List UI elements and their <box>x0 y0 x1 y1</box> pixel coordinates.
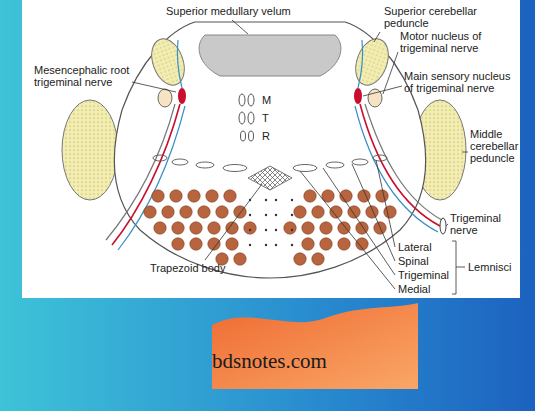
pontine-nucleus <box>234 253 246 265</box>
pontine-nucleus <box>294 253 306 265</box>
part-label: M <box>262 94 271 106</box>
part-label: Middle cerebellar peduncle <box>470 128 532 164</box>
pontine-nucleus <box>366 206 378 218</box>
part-label: Lateral <box>398 241 432 253</box>
part-label: Motor nucleus of trigeminal nerve <box>400 30 515 54</box>
fibre-dot <box>265 244 267 246</box>
pontine-nucleus <box>384 206 396 218</box>
pontine-nucleus <box>172 222 184 234</box>
part-label: Mesencephalic root trigeminal nerve <box>34 64 134 88</box>
part-label: Superior cerebellar peduncle <box>384 5 504 29</box>
fibre-dot <box>265 214 267 216</box>
part-label: Trigeminal nerve <box>450 212 530 236</box>
part-label: Trapezoid body <box>150 262 225 274</box>
banner-text: bdsnotes.com <box>212 349 327 374</box>
pontine-nucleus <box>338 238 350 250</box>
pontine-nucleus <box>302 238 314 250</box>
fibre-dot <box>275 244 277 246</box>
pontine-nucleus <box>172 238 184 250</box>
fibre-dot <box>265 229 267 231</box>
part-label: Medial <box>398 283 430 295</box>
site-banner: bdsnotes.com <box>212 303 418 389</box>
pontine-nucleus <box>312 206 324 218</box>
pontine-nucleus <box>302 222 314 234</box>
pontine-nucleus <box>376 190 388 202</box>
pontine-nucleus <box>144 206 156 218</box>
fibre-dot <box>291 229 293 231</box>
pontine-nucleus <box>188 190 200 202</box>
fibre-dot <box>275 214 277 216</box>
pontine-nucleus <box>154 222 166 234</box>
part-label: Lemnisci <box>468 261 511 273</box>
pontine-nucleus <box>320 222 332 234</box>
pontine-nucleus <box>162 206 174 218</box>
pontine-nucleus <box>198 206 210 218</box>
pontine-nucleus <box>208 222 220 234</box>
pontine-nucleus <box>294 206 306 218</box>
pontine-nucleus <box>152 190 164 202</box>
pontine-nucleus <box>304 190 316 202</box>
fibre-dot <box>275 199 277 201</box>
part-label: R <box>262 130 270 142</box>
fibre-dot <box>275 229 277 231</box>
pontine-nucleus <box>244 222 256 234</box>
pontine-nucleus <box>320 238 332 250</box>
pontine-nucleus <box>338 222 350 234</box>
fibre-dot <box>265 199 267 201</box>
pontine-nucleus <box>224 190 236 202</box>
part-label: Superior medullary velum <box>166 5 291 17</box>
fibre-dot <box>249 229 251 231</box>
pontine-nucleus <box>216 206 228 218</box>
part-label: Trigeminal <box>398 269 449 281</box>
fibre-dot <box>249 244 251 246</box>
pontine-nucleus <box>226 238 238 250</box>
banner-shape <box>212 303 418 389</box>
pontine-nucleus <box>170 190 182 202</box>
part-label: T <box>262 112 269 124</box>
part-label: Spinal <box>398 255 429 267</box>
pontine-nucleus <box>190 238 202 250</box>
pontine-nucleus <box>180 206 192 218</box>
fibre-dot <box>291 214 293 216</box>
pontine-nucleus <box>206 190 218 202</box>
fibre-dot <box>291 244 293 246</box>
fibre-dot <box>291 199 293 201</box>
part-label: Main sensory nucleus of trigeminal nerve <box>404 70 516 94</box>
fibre-dot <box>249 214 251 216</box>
pontine-nucleus <box>190 222 202 234</box>
pontine-nucleus <box>312 253 324 265</box>
pontine-nucleus <box>284 222 296 234</box>
